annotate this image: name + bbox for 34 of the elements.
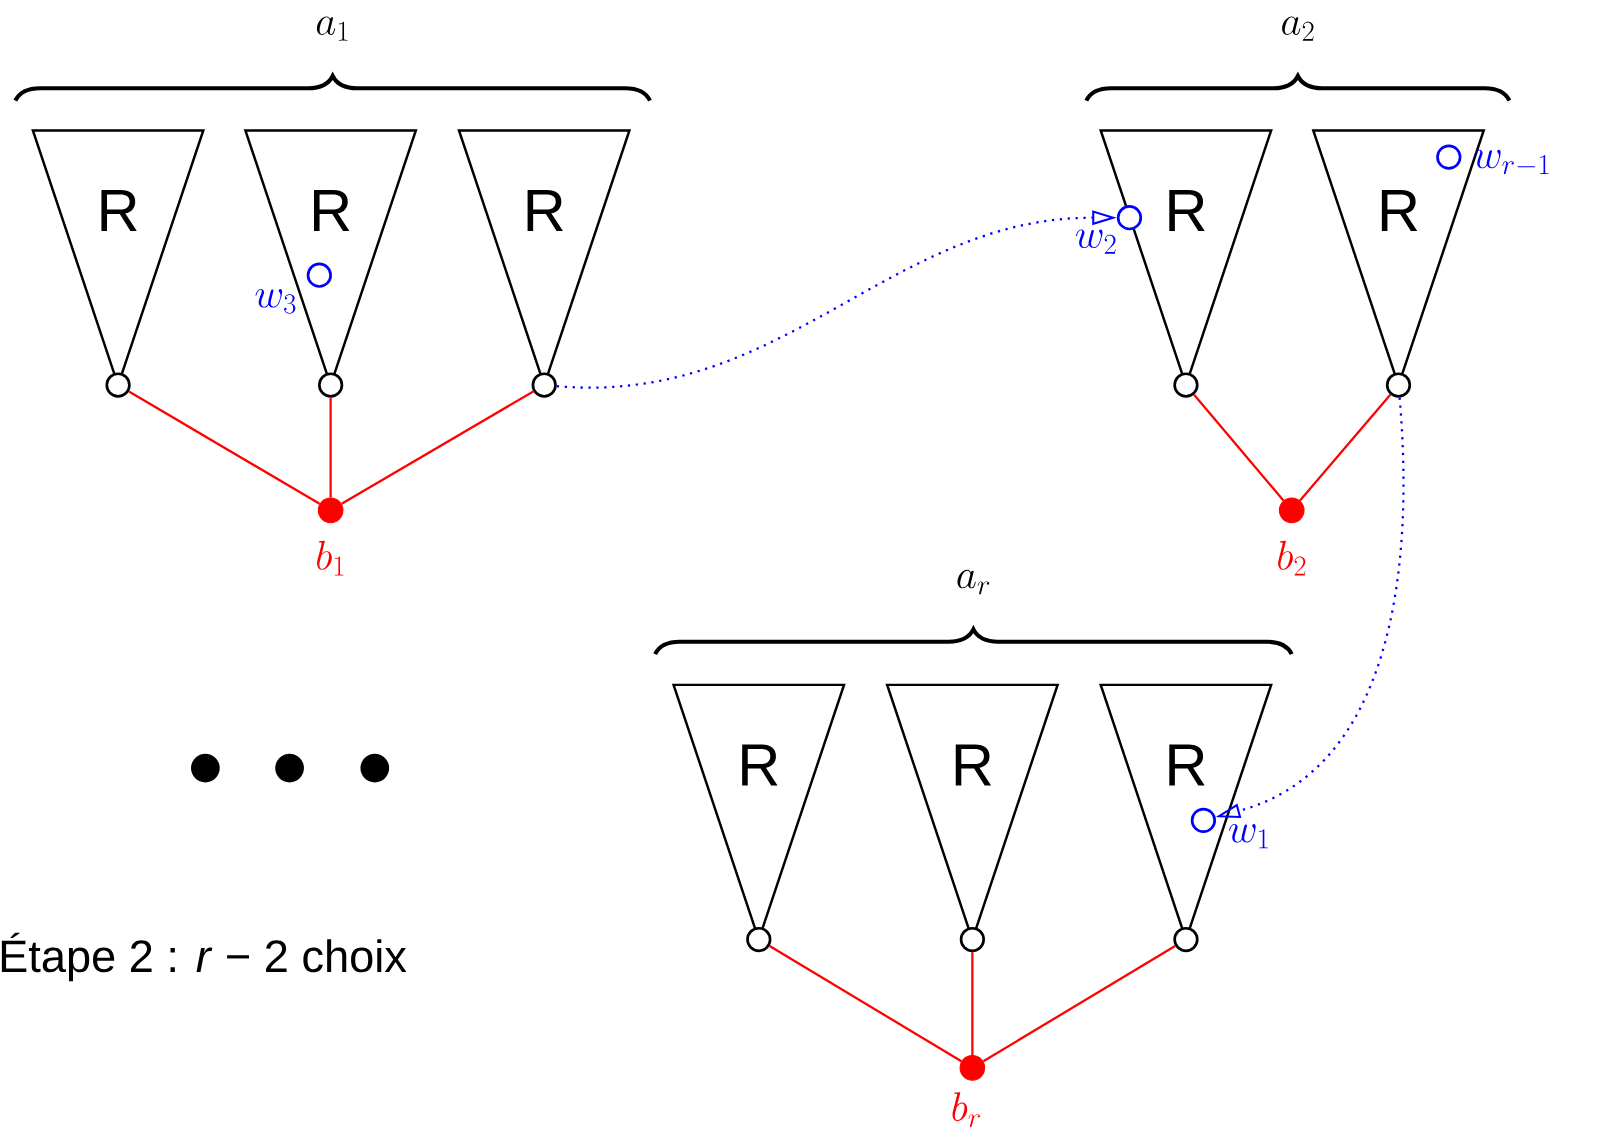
root-dot (1278, 497, 1305, 524)
connector-line (971, 952, 974, 1056)
group-label: $a_2$ (1282, 16, 1314, 41)
marker-circle (1116, 205, 1143, 231)
connector-line (1299, 394, 1392, 502)
connector-line (128, 390, 321, 505)
tip-circle (531, 372, 557, 398)
connector-line (769, 945, 962, 1063)
root-dot (959, 1055, 986, 1081)
root-dot (317, 497, 344, 524)
tip-circle (318, 372, 344, 398)
tip-circle (746, 927, 772, 953)
point-label: $w_1$ (1229, 824, 1268, 849)
group-label: $a_1$ (316, 16, 348, 41)
marker-circle (1190, 807, 1217, 834)
marker-circle (306, 262, 332, 288)
connector-line (329, 397, 332, 498)
step-text: Étape 2 : r − 2 choix (1, 932, 407, 982)
group-label: $a_r$ (957, 569, 990, 595)
tip-circle (1385, 372, 1412, 398)
point-label: $w_{r-1}$ (1474, 149, 1549, 175)
point-label: $b_r$ (952, 1092, 980, 1128)
point-label: $w_3$ (255, 289, 296, 314)
marker-circle (1436, 144, 1462, 170)
tip-circle (959, 927, 985, 953)
tip-circle (1173, 372, 1199, 398)
connector-line (341, 390, 534, 505)
tip-circle (1173, 927, 1199, 953)
point-label: $w_2$ (1075, 229, 1116, 254)
tip-circle (105, 372, 131, 398)
point-label: $b_2$ (1278, 540, 1306, 576)
connector-line (982, 945, 1176, 1063)
point-label: $b_1$ (317, 540, 344, 576)
connector-line (1193, 394, 1285, 502)
